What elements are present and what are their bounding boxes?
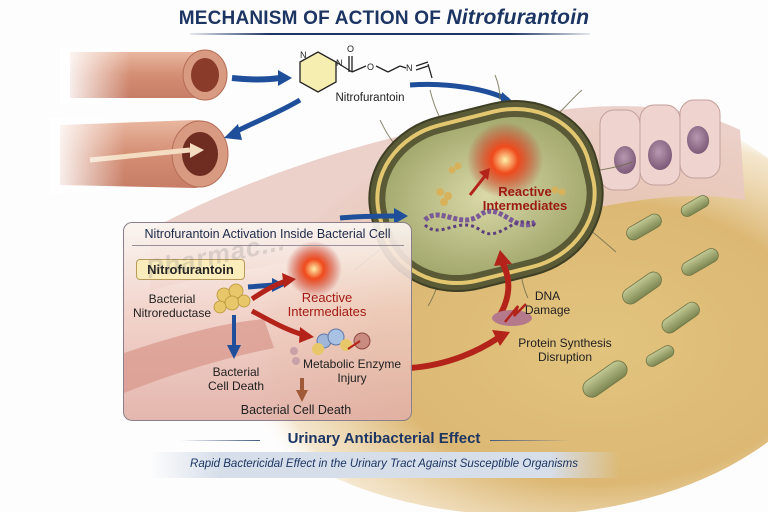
vessel-bottom [50, 118, 229, 193]
metabolic-line2: Injury [337, 371, 367, 385]
inset-illustration [124, 241, 371, 402]
bacterium-reactive-label: Reactive Intermediates [470, 185, 580, 213]
footer-rule-right [490, 440, 570, 441]
footer-title: Urinary Antibacterial Effect [287, 430, 481, 447]
protein-line2: Disruption [537, 350, 593, 364]
title-underline [190, 33, 590, 35]
final-cell-death-label: Bacterial Cell Death [240, 403, 352, 417]
inset-title: Nitrofurantoin Activation Inside Bacteri… [144, 227, 391, 241]
atom-n2: N [336, 58, 343, 68]
metabolic-injury-label: Metabolic Enzyme Injury [296, 357, 408, 385]
small-bacteria [582, 195, 719, 398]
epithelial-cells [599, 99, 721, 191]
cell-death-line1: Bacterial [212, 365, 260, 379]
footer-band [150, 452, 620, 478]
dna-damage-label: DNA Damage [515, 289, 580, 317]
metabolic-line1: Metabolic Enzyme [302, 357, 402, 371]
bacterium-reactive-line1: Reactive [498, 184, 552, 199]
inset-reactive-label: Reactive Intermediates [284, 291, 370, 319]
footer-subtitle: Rapid Bactericidal Effect in the Urinary… [190, 458, 578, 470]
inset-reactive-line1: Reactive [301, 290, 353, 305]
nitrofurantoin-structure [299, 51, 433, 93]
atom-o2: O [367, 62, 374, 72]
nitrofurantoin-pill: Nitrofurantoin [136, 259, 245, 280]
inset-reactive-line2: Intermediates [287, 304, 367, 319]
inset-title-divider [132, 245, 404, 246]
atom-n1: N [300, 50, 307, 60]
atom-o1: O [347, 44, 354, 54]
nitroreductase-label: Bacterial Nitroreductase [128, 292, 216, 320]
title-drug-name: Nitrofurantoin [446, 6, 590, 29]
atom-n3: N [406, 63, 413, 73]
page-title: MECHANISM OF ACTION OF Nitrofurantoin [0, 6, 768, 30]
bacterium-reactive-line2: Intermediates [482, 198, 568, 213]
title-prefix: MECHANISM OF ACTION OF [178, 8, 442, 29]
protein-disruption-label: Protein Synthesis Disruption [505, 336, 625, 364]
nitroreductase-line2: Nitroreductase [132, 306, 212, 320]
footer-rule-left [180, 440, 260, 441]
activation-inset-panel: Nitrofurantoin Activation Inside Bacteri… [123, 222, 412, 421]
cell-death-line2: Cell Death [207, 379, 265, 393]
bacterium-large [353, 74, 633, 307]
dna-damage-cluster [492, 303, 532, 326]
protein-line1: Protein Synthesis [518, 336, 612, 350]
dna-damage-line1: DNA [534, 289, 561, 303]
nitroreductase-line1: Bacterial [148, 292, 196, 306]
bacterial-cell-death-label: Bacterial Cell Death [204, 365, 268, 393]
dna-damage-line2: Damage [524, 303, 571, 317]
structure-label: Nitrofurantoin [335, 92, 405, 104]
vessel-top [60, 48, 228, 104]
